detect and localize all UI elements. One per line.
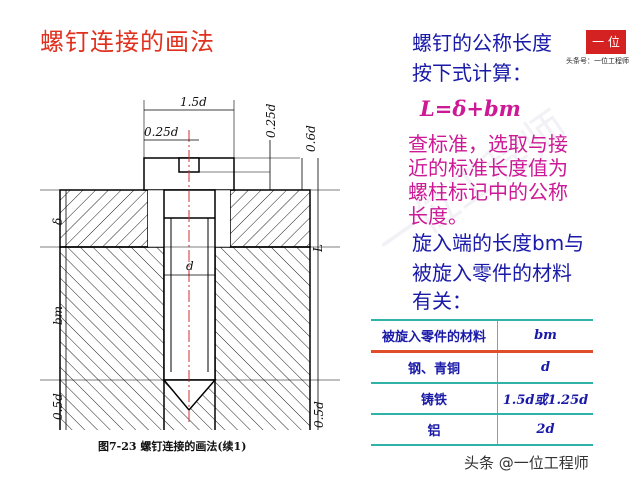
text-line-1: 螺钉的公称长度 [412, 31, 552, 55]
screw-drawing: 1.5d 0.25d 0.25d 0.6d L 0.5d δ bm 0.5d d [40, 95, 340, 430]
lower-part-left [59, 246, 165, 430]
note-line-4: 长度。 [408, 204, 468, 228]
table-cell-bm: d [540, 360, 551, 375]
dim-delta-label: δ [51, 218, 65, 225]
logo-subtitle: 头条号：一位工程师 [566, 57, 629, 65]
table-row: 铝 2d [371, 414, 593, 445]
table-cell-material: 铝 [371, 414, 498, 445]
lower-part-right [214, 246, 311, 430]
text-line-2: 按下式计算： [412, 61, 532, 85]
dim-bottom-right-label: 0.5d [312, 401, 326, 428]
dim-slot-label: 0.6d [304, 125, 318, 152]
table-cell-material: 铸铁 [371, 383, 498, 414]
table-row: 钢、青铜 d [371, 351, 593, 383]
material-table: 被旋入零件的材料 bm 钢、青铜 d 铸铁 1.5d或1.25d 铝 2d [371, 319, 593, 446]
table-cell-bm: 2d [536, 422, 555, 437]
table-header-row: 被旋入零件的材料 bm [371, 320, 593, 352]
upper-plate-right [229, 189, 311, 248]
table-header-bm: bm [534, 328, 557, 343]
dim-bottom-left-label: 0.5d [51, 393, 65, 420]
dim-L-label: L [311, 244, 325, 253]
table-row: 铸铁 1.5d或1.25d [371, 383, 593, 414]
dim-d-label: d [186, 259, 194, 273]
note-line-1: 查标准，选取与接 [408, 132, 568, 156]
slide-title: 螺钉连接的画法 [40, 28, 215, 56]
upper-plate-left [59, 189, 149, 248]
dim-right-head-label: 0.25d [264, 103, 278, 138]
logo: 一 位 [586, 30, 626, 54]
dim-bm-label: bm [51, 306, 65, 325]
text-line-3: 旋入端的长度bm与 [412, 231, 585, 255]
text-line-4: 被旋入零件的材料 [412, 261, 572, 285]
note-line-3: 螺柱标记中的公称 [408, 180, 568, 204]
table-header-material: 被旋入零件的材料 [371, 320, 498, 352]
footer-attribution[interactable]: 头条 @一位工程师 [464, 454, 589, 472]
dim-top-label: 1.5d [180, 95, 207, 109]
table-cell-bm: 1.5d或1.25d [502, 393, 589, 408]
note-line-2: 近的标准长度值为 [408, 156, 568, 180]
dim-head-label: 0.25d [144, 125, 179, 139]
table-cell-material: 钢、青铜 [371, 351, 498, 383]
formula: L=δ+bm [420, 96, 521, 121]
figure-caption: 图7-23 螺钉连接的画法(续1) [98, 440, 247, 453]
text-line-5: 有关： [412, 289, 472, 313]
